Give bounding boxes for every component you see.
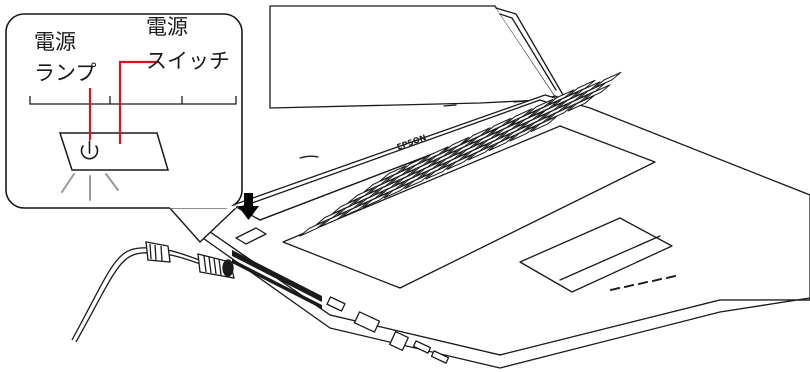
zoom-power-button bbox=[60, 133, 168, 170]
power-switch-label-line1: 電源 bbox=[146, 15, 188, 39]
cable-wire-inner bbox=[76, 253, 206, 342]
laptop bbox=[200, 6, 810, 368]
callout: 電源 ランプ 電源 スイッチ bbox=[6, 14, 242, 242]
plug-tip bbox=[223, 260, 233, 276]
cable-wire bbox=[72, 248, 205, 340]
power-cable bbox=[72, 242, 234, 342]
power-lamp-label-line2: ランプ bbox=[34, 61, 96, 85]
power-lamp-label-line1: 電源 bbox=[34, 30, 76, 54]
power-switch-label-line2: スイッチ bbox=[146, 49, 230, 73]
lid-slit bbox=[444, 105, 456, 106]
hinge-ellipse bbox=[300, 156, 318, 158]
